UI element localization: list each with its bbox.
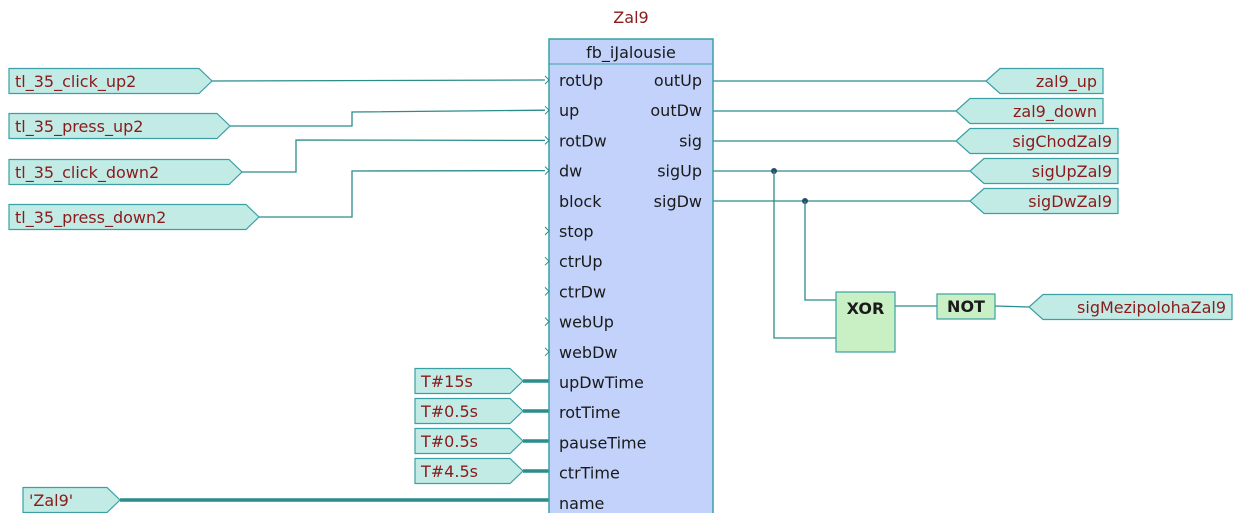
input-pin-arrow bbox=[544, 226, 550, 236]
input-tag[interactable]: tl_35_click_down2 bbox=[15, 163, 159, 183]
output-tag-shape bbox=[955, 97, 1104, 125]
output-tag[interactable]: zal9_down bbox=[1013, 102, 1097, 122]
tags-layer: tl_35_click_up2 tl_35_press_up2 tl_35_clic… bbox=[8, 67, 1233, 513]
wire-sigDw-to-xor bbox=[804, 201, 836, 301]
input-pin-label: rotUp bbox=[559, 71, 603, 90]
input-pin-label: ctrUp bbox=[559, 252, 603, 271]
output-pin-label: outDw bbox=[650, 101, 702, 120]
input-pin-arrow bbox=[544, 136, 550, 145]
block-pins-layer: rotUp up rotDw dw block stop ctrUp ctrDw webUp we… bbox=[544, 71, 702, 513]
wire-sigUp-to-xor bbox=[773, 171, 836, 339]
time-constant-tag[interactable]: T#4.5s bbox=[420, 462, 478, 481]
input-pin-label: upDwTime bbox=[559, 373, 644, 392]
input-pin-arrow bbox=[544, 317, 550, 326]
input-pin-arrow bbox=[544, 166, 550, 175]
input-pin-arrow bbox=[544, 256, 550, 266]
output-pin-label: sig bbox=[679, 131, 702, 150]
output-tag[interactable]: zal9_up bbox=[1036, 72, 1097, 92]
input-pin-label: up bbox=[559, 101, 579, 120]
input-tag[interactable]: tl_35_click_up2 bbox=[15, 72, 136, 92]
gates-layer: XOR NOT bbox=[835, 291, 996, 353]
output-pin-label: sigDw bbox=[654, 192, 702, 211]
output-tag[interactable]: sigDwZal9 bbox=[1028, 192, 1112, 211]
wire-up bbox=[230, 109, 546, 127]
time-constant-tag-shape bbox=[414, 367, 524, 395]
input-pin-label: webDw bbox=[559, 343, 618, 362]
input-pin-label: rotTime bbox=[559, 403, 620, 422]
wires-layer bbox=[120, 79, 1030, 502]
input-pin-label: rotDw bbox=[559, 131, 607, 150]
input-pin-label: pauseTime bbox=[559, 433, 646, 452]
time-constant-tag-shape bbox=[414, 427, 524, 455]
gate-output-tag[interactable]: sigMezipolohaZal9 bbox=[1077, 298, 1226, 317]
output-tag[interactable]: sigUpZal9 bbox=[1032, 162, 1112, 181]
wire-dw bbox=[259, 169, 546, 218]
input-tag[interactable]: tl_35_press_down2 bbox=[15, 208, 166, 228]
xor-gate[interactable] bbox=[835, 291, 896, 353]
function-block[interactable]: Zal9 fb_iJalousie bbox=[548, 8, 714, 513]
not-gate-label: NOT bbox=[947, 297, 985, 316]
input-pin-label: stop bbox=[559, 222, 594, 241]
output-pin-label: outUp bbox=[654, 71, 702, 90]
input-tag-shape bbox=[8, 203, 260, 231]
block-type-name: fb_iJalousie bbox=[586, 43, 676, 63]
input-pin-arrow bbox=[544, 105, 550, 115]
input-pin-label: ctrTime bbox=[559, 464, 620, 483]
input-tag-shape bbox=[8, 67, 213, 95]
xor-gate-label: XOR bbox=[847, 299, 885, 318]
input-tag-shape bbox=[8, 112, 231, 140]
output-tag-shape bbox=[969, 157, 1119, 185]
input-pin-arrow bbox=[544, 347, 550, 357]
block-instance-name: Zal9 bbox=[613, 8, 648, 27]
input-pin-label: webUp bbox=[559, 313, 614, 332]
input-pin-label: name bbox=[559, 494, 604, 513]
wire-rotUp bbox=[211, 79, 546, 82]
time-constant-tag[interactable]: T#15s bbox=[420, 372, 473, 391]
name-constant-tag-shape bbox=[22, 486, 121, 513]
name-constant-tag[interactable]: 'Zal9' bbox=[29, 491, 73, 510]
output-tag-shape bbox=[985, 67, 1104, 95]
output-tag-shape bbox=[955, 127, 1119, 155]
input-tag-shape bbox=[8, 158, 243, 186]
wire-rotDw bbox=[242, 139, 546, 173]
output-tag-shape bbox=[969, 187, 1119, 215]
block-body bbox=[548, 38, 714, 513]
output-pin-label: sigUp bbox=[657, 162, 702, 181]
input-pin-label: block bbox=[559, 192, 602, 211]
input-pin-arrow bbox=[544, 287, 550, 296]
not-gate[interactable] bbox=[936, 293, 996, 320]
output-tag[interactable]: sigChodZal9 bbox=[1012, 132, 1112, 151]
time-constant-tag-shape bbox=[414, 397, 524, 425]
wire-not-to-tag bbox=[994, 305, 1030, 308]
input-pin-label: ctrDw bbox=[559, 282, 606, 301]
time-constant-tag[interactable]: T#0.5s bbox=[420, 402, 478, 421]
time-constant-tag[interactable]: T#0.5s bbox=[420, 432, 478, 451]
input-tag[interactable]: tl_35_press_up2 bbox=[15, 117, 143, 137]
input-pin-arrow bbox=[544, 75, 550, 85]
time-constant-tag-shape bbox=[414, 457, 524, 485]
gate-output-tag-shape bbox=[1028, 293, 1233, 321]
input-pin-label: dw bbox=[559, 162, 582, 181]
